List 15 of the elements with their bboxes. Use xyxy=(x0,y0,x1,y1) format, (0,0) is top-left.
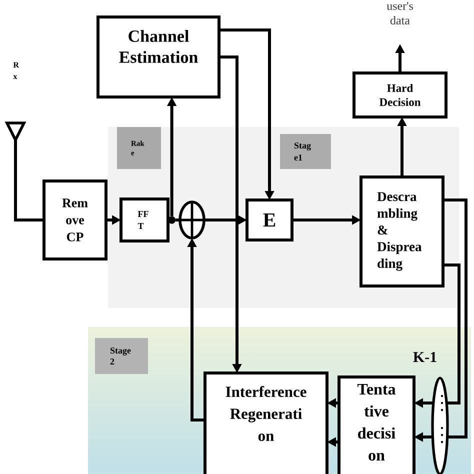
stage-tag: Stage 2 xyxy=(95,338,148,374)
antenna-label: R x xyxy=(13,62,20,79)
process-box: Rem ove CP xyxy=(42,180,108,260)
process-box: Channel Estimation xyxy=(96,16,220,98)
process-box: FF T xyxy=(120,198,170,242)
stage-tag: Stag e1 xyxy=(280,134,331,169)
process-box: Interference Regenerati on xyxy=(204,372,328,474)
branch-count-label: K-1 xyxy=(413,352,436,362)
connector-line xyxy=(14,140,44,222)
process-box: Tenta tive decisi on xyxy=(338,376,416,474)
output-label: user's data xyxy=(386,2,413,24)
process-box: E xyxy=(246,198,294,242)
process-box: Hard Decision xyxy=(352,72,448,118)
dot-ended-line xyxy=(168,216,180,224)
process-box: Descra mbling & Disprea ding xyxy=(360,176,444,288)
